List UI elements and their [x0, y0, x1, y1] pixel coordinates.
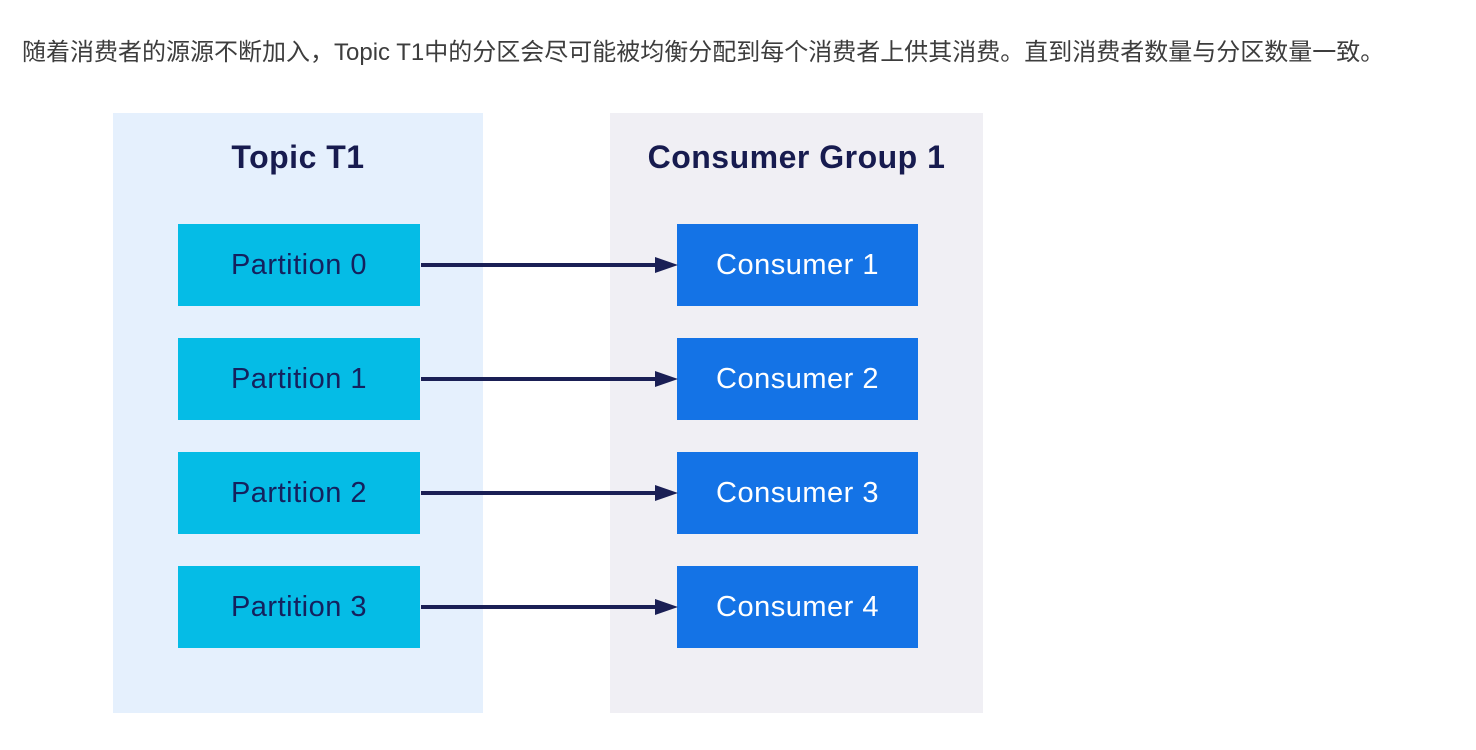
- partition-1-box: Partition 1: [178, 338, 420, 420]
- consumer-group-title: Consumer Group 1: [647, 139, 946, 175]
- consumer-1-box: Consumer 1: [677, 224, 918, 306]
- partition-0-box: Partition 0: [178, 224, 420, 306]
- intro-text: 随着消费者的源源不断加入，Topic T1中的分区会尽可能被均衡分配到每个消费者…: [22, 39, 1385, 66]
- topic-panel-title: Topic T1: [231, 139, 365, 175]
- consumer-4-box: Consumer 4: [677, 566, 918, 648]
- consumer-3-box: Consumer 3: [677, 452, 918, 534]
- partition-3-box: Partition 3: [178, 566, 420, 648]
- partition-2-box: Partition 2: [178, 452, 420, 534]
- consumer-2-box: Consumer 2: [677, 338, 918, 420]
